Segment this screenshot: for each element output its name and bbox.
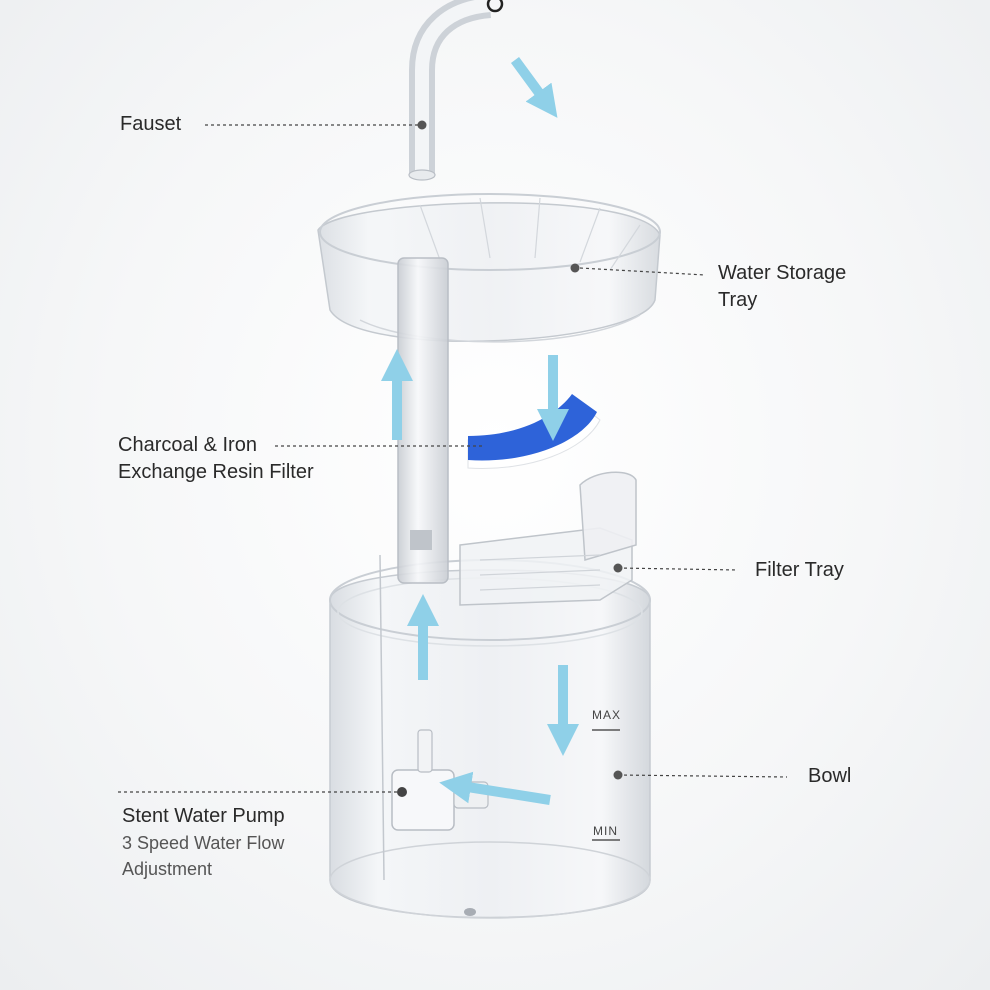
filter-label: Charcoal & Iron Exchange Resin Filter: [118, 432, 314, 486]
pipe-part: [397, 257, 449, 584]
bowl-part: [329, 554, 651, 919]
leader-dot-bowl: [613, 770, 623, 780]
pump-label-line2: Adjustment: [122, 859, 213, 879]
pump-label-line1: 3 Speed Water Flow: [122, 833, 285, 853]
max-mark: MAX: [592, 708, 622, 722]
water-storage-tray-label-line2: Tray: [718, 289, 758, 311]
leader-line-bowl: [617, 774, 788, 778]
water-storage-tray-part: [317, 193, 661, 343]
leader-dot-filter-tray: [613, 563, 623, 573]
bowl-label: Bowl: [808, 763, 851, 790]
pump-label: Stent Water Pump 3 Speed Water Flow Adju…: [122, 803, 285, 882]
min-mark: MIN: [593, 824, 618, 838]
filter-label-line1: Charcoal & Iron: [118, 434, 257, 456]
faucet-part: [408, 0, 504, 181]
filter-label-line2: Exchange Resin Filter: [118, 461, 314, 483]
flow-arrows: [380, 57, 580, 805]
pump-label-title: Stent Water Pump: [122, 805, 285, 827]
filter-tray-label: Filter Tray: [755, 557, 844, 584]
leader-line-filter-tray: [617, 567, 739, 571]
filter-part: [467, 394, 601, 469]
flow-arrow-faucet: [510, 57, 558, 118]
leader-lines: [118, 124, 788, 793]
flow-arrow-pump-in: [439, 771, 551, 805]
water-storage-tray-label: Water Storage Tray: [718, 260, 846, 314]
filter-tray-part: [459, 471, 637, 606]
leader-line-tray: [579, 267, 706, 276]
faucet-label-text: Fauset: [120, 113, 182, 135]
filter-tray-label-text: Filter Tray: [755, 559, 844, 581]
water-storage-tray-label-line1: Water Storage: [718, 262, 847, 284]
bowl-label-text: Bowl: [808, 765, 852, 787]
faucet-label: Fauset: [120, 111, 181, 138]
